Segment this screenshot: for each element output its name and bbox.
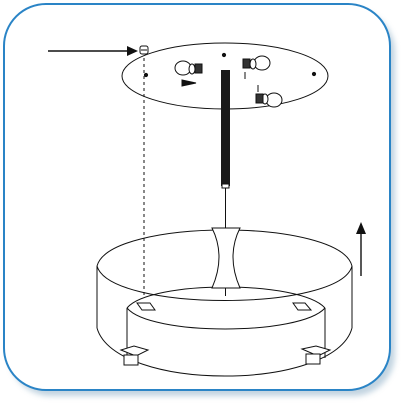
- arrow-pointing-to-screw-icon: [48, 46, 138, 56]
- diffuser-column: [211, 227, 241, 289]
- bulb-socket-icon: [174, 55, 283, 108]
- mounting-bracket-icon: [119, 302, 332, 366]
- arrow-up-icon: [356, 222, 366, 276]
- screw-icon: [139, 45, 149, 55]
